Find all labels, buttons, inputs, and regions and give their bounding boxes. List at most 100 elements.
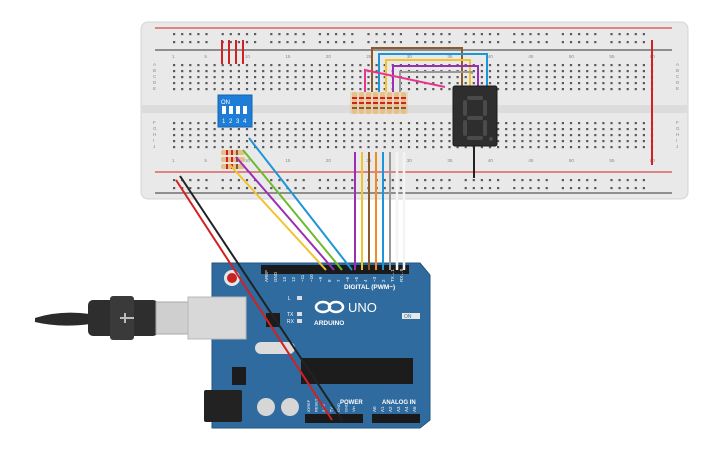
power-pin-label: GND xyxy=(336,403,341,412)
dip-num-1: 1 xyxy=(222,119,226,125)
row-letter: J xyxy=(676,144,678,149)
display-wires xyxy=(364,47,488,92)
resistor-icon[interactable] xyxy=(380,92,385,114)
reset-button[interactable] xyxy=(227,273,237,283)
row-letter: H xyxy=(676,132,679,137)
infinity-logo-icon xyxy=(314,300,345,314)
dip-num-3: 3 xyxy=(236,119,240,125)
resistor-icon[interactable] xyxy=(401,92,406,114)
analog-pin-label: A4 xyxy=(404,406,409,412)
dip-switch-icon[interactable]: ON 1 2 3 4 xyxy=(217,94,253,128)
col-number: 10 xyxy=(245,158,251,163)
col-number: 50 xyxy=(569,54,575,59)
dip-resistors[interactable] xyxy=(221,150,245,169)
row-letter: B xyxy=(676,68,679,73)
col-number: 35 xyxy=(447,54,453,59)
col-number: 20 xyxy=(326,54,332,59)
digital-pin-label: ~6 xyxy=(345,276,350,282)
analog-pin-label: A0 xyxy=(372,406,377,412)
resistor-icon xyxy=(221,157,245,162)
resistor-icon xyxy=(221,150,245,155)
arduino-uno-board[interactable]: ARDUINO UNO DIGITAL (PWM~) POWER ANALOG … xyxy=(187,262,431,429)
col-number: 55 xyxy=(609,54,615,59)
row-letter: F xyxy=(676,120,679,125)
dip-num-2: 2 xyxy=(229,119,233,125)
resistor-icon[interactable] xyxy=(359,92,364,114)
row-letter: F xyxy=(153,120,156,125)
signal-wires xyxy=(175,137,406,421)
resistor-icon[interactable] xyxy=(373,92,378,114)
analog-header[interactable] xyxy=(372,414,420,423)
l-led-label: L xyxy=(288,296,291,302)
digital-pin-label: 7 xyxy=(336,279,341,282)
digital-label: DIGITAL (PWM~) xyxy=(344,284,395,291)
atmega-chip xyxy=(301,358,413,384)
col-number: 5 xyxy=(204,158,207,163)
col-number: 10 xyxy=(245,54,251,59)
col-number: 50 xyxy=(569,158,575,163)
on-led-label: ON xyxy=(404,314,412,320)
col-number: 35 xyxy=(447,158,453,163)
row-letter: C xyxy=(676,74,680,79)
col-number: 15 xyxy=(285,158,291,163)
digital-pin-label: 4 xyxy=(363,279,368,282)
col-number: 30 xyxy=(407,158,413,163)
digital-pin-label: TX→1 xyxy=(390,269,395,282)
power-rail-jumpers xyxy=(221,40,244,64)
row-letter: E xyxy=(676,86,679,91)
row-letter: I xyxy=(153,138,154,143)
row-letter: D xyxy=(153,80,157,85)
row-letter: B xyxy=(153,68,156,73)
rx-led-label: RX xyxy=(287,319,295,325)
row-letter: E xyxy=(153,86,156,91)
row-letter: J xyxy=(153,144,155,149)
col-number: 1 xyxy=(172,54,175,59)
row-letter: H xyxy=(153,132,156,137)
row-letter: A xyxy=(153,62,156,67)
digital-pin-label: ~3 xyxy=(372,276,377,282)
col-number: 1 xyxy=(172,158,175,163)
on-led xyxy=(402,313,420,319)
row-letter: G xyxy=(153,126,157,131)
resistor-icon[interactable] xyxy=(387,92,392,114)
digital-pin-label: ~5 xyxy=(354,276,359,282)
power-header[interactable] xyxy=(305,414,363,423)
digital-pin-label: GND xyxy=(273,271,278,282)
digital-pin-label: ~11 xyxy=(300,274,305,282)
usb-port xyxy=(187,296,247,340)
power-label: POWER xyxy=(340,400,363,406)
digital-pin-label: 13 xyxy=(282,276,287,282)
digital-header[interactable] xyxy=(261,265,409,274)
power-pin-label: 5V xyxy=(329,407,334,412)
row-letter: D xyxy=(676,80,680,85)
digital-pin-label: RX←0 xyxy=(399,268,404,282)
col-number: 5 xyxy=(204,54,207,59)
analog-pin-label: A5 xyxy=(412,406,417,412)
tx-led-label: TX xyxy=(287,312,294,318)
dip-on-label: ON xyxy=(221,100,230,106)
resistor-icon[interactable] xyxy=(352,92,357,114)
col-number: 25 xyxy=(366,54,372,59)
breadboard-center-channel xyxy=(141,105,688,113)
col-number: 45 xyxy=(528,158,534,163)
crystal xyxy=(255,342,295,354)
segment-resistors[interactable] xyxy=(350,92,408,114)
col-number: 45 xyxy=(528,54,534,59)
resistor-icon[interactable] xyxy=(394,92,399,114)
resistor-icon[interactable] xyxy=(366,92,371,114)
power-pin-label: GND xyxy=(344,403,349,412)
digital-pin-label: ~9 xyxy=(318,276,323,282)
analog-pin-label: A1 xyxy=(380,406,385,412)
row-letter: C xyxy=(153,74,157,79)
seven-segment-display-icon[interactable] xyxy=(452,85,498,178)
arduino-model-text: UNO xyxy=(348,300,377,315)
digital-pin-label: 8 xyxy=(327,279,332,282)
analog-pin-label: A3 xyxy=(396,406,401,412)
row-letter: A xyxy=(676,62,679,67)
arduino-brand-text: ARDUINO xyxy=(314,320,344,327)
regulator xyxy=(232,367,246,385)
col-number: 40 xyxy=(488,54,494,59)
